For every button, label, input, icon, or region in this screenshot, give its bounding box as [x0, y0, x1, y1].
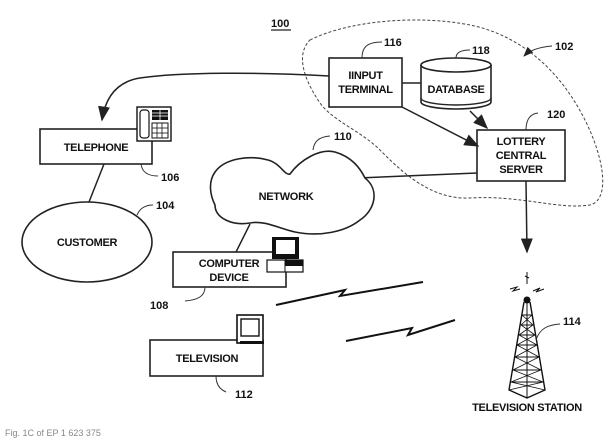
- computer-label-2: DEVICE: [209, 272, 248, 284]
- ref-118: 118: [472, 45, 490, 57]
- lottery-server-node: LOTTERY CENTRAL SERVER: [476, 129, 566, 182]
- computer-label-1: COMPUTER: [199, 258, 260, 270]
- database-to-server-arrow: [469, 110, 489, 130]
- system-boundary: [302, 19, 604, 207]
- customer-node: CUSTOMER: [21, 201, 153, 283]
- input-terminal-node: IINPUT TERMINAL: [328, 57, 403, 108]
- ref-120: 120: [547, 109, 565, 121]
- ref-104-leader: [136, 204, 154, 216]
- terminal-to-telephone-arrow: [98, 72, 330, 122]
- ref-108: 108: [150, 300, 168, 312]
- input-terminal-label-1: IINPUT: [348, 70, 383, 82]
- network-label: NETWORK: [259, 191, 314, 203]
- network-computer-link: [235, 223, 251, 253]
- tv-icon: [236, 314, 264, 344]
- ref-116: 116: [384, 37, 402, 49]
- ref-120-leader: [525, 112, 539, 131]
- ref-116-leader: [361, 41, 383, 59]
- server-label-1: LOTTERY: [497, 136, 547, 148]
- database-label: DATABASE: [427, 84, 484, 96]
- network-node: NETWORK: [209, 150, 375, 235]
- ref-110: 110: [334, 131, 352, 143]
- figure-caption: Fig. 1C of EP 1 623 375: [5, 428, 101, 438]
- network-server-link: [357, 172, 478, 179]
- lightning-signal-icon: [275, 281, 424, 306]
- telephone-icon: [136, 106, 172, 142]
- telephone-label: TELEPHONE: [64, 142, 129, 154]
- television-node: TELEVISION: [149, 339, 264, 377]
- server-to-station-arrow: [520, 180, 533, 254]
- ref-108-leader: [184, 286, 206, 302]
- ref-102: 102: [555, 41, 573, 53]
- ref-114-leader: [535, 323, 561, 341]
- ref-112-leader: [215, 375, 227, 393]
- input-terminal-label-2: TERMINAL: [338, 84, 393, 96]
- antenna-tower-icon: [508, 272, 546, 399]
- ref-110-leader: [312, 135, 331, 151]
- ref-114: 114: [563, 316, 582, 328]
- telephone-customer-link: [88, 163, 105, 203]
- computer-icon: [266, 237, 304, 273]
- server-label-3: SERVER: [499, 164, 543, 176]
- ref-106: 106: [161, 172, 179, 184]
- ref-102-pointer: [523, 45, 553, 57]
- telephone-node: TELEPHONE: [39, 128, 153, 165]
- server-label-2: CENTRAL: [496, 150, 547, 162]
- terminal-to-server-arrow: [401, 106, 480, 147]
- lightning-signal-icon-2: [345, 319, 456, 342]
- database-node: DATABASE: [420, 57, 492, 110]
- television-label: TELEVISION: [176, 353, 239, 365]
- ref-104: 104: [156, 200, 175, 212]
- customer-label: CUSTOMER: [57, 237, 118, 249]
- figure-number: 100: [271, 18, 289, 30]
- ref-106-leader: [140, 163, 159, 177]
- ref-112: 112: [235, 389, 253, 401]
- ref-118-leader: [455, 49, 471, 59]
- television-station-label: TELEVISION STATION: [472, 402, 582, 414]
